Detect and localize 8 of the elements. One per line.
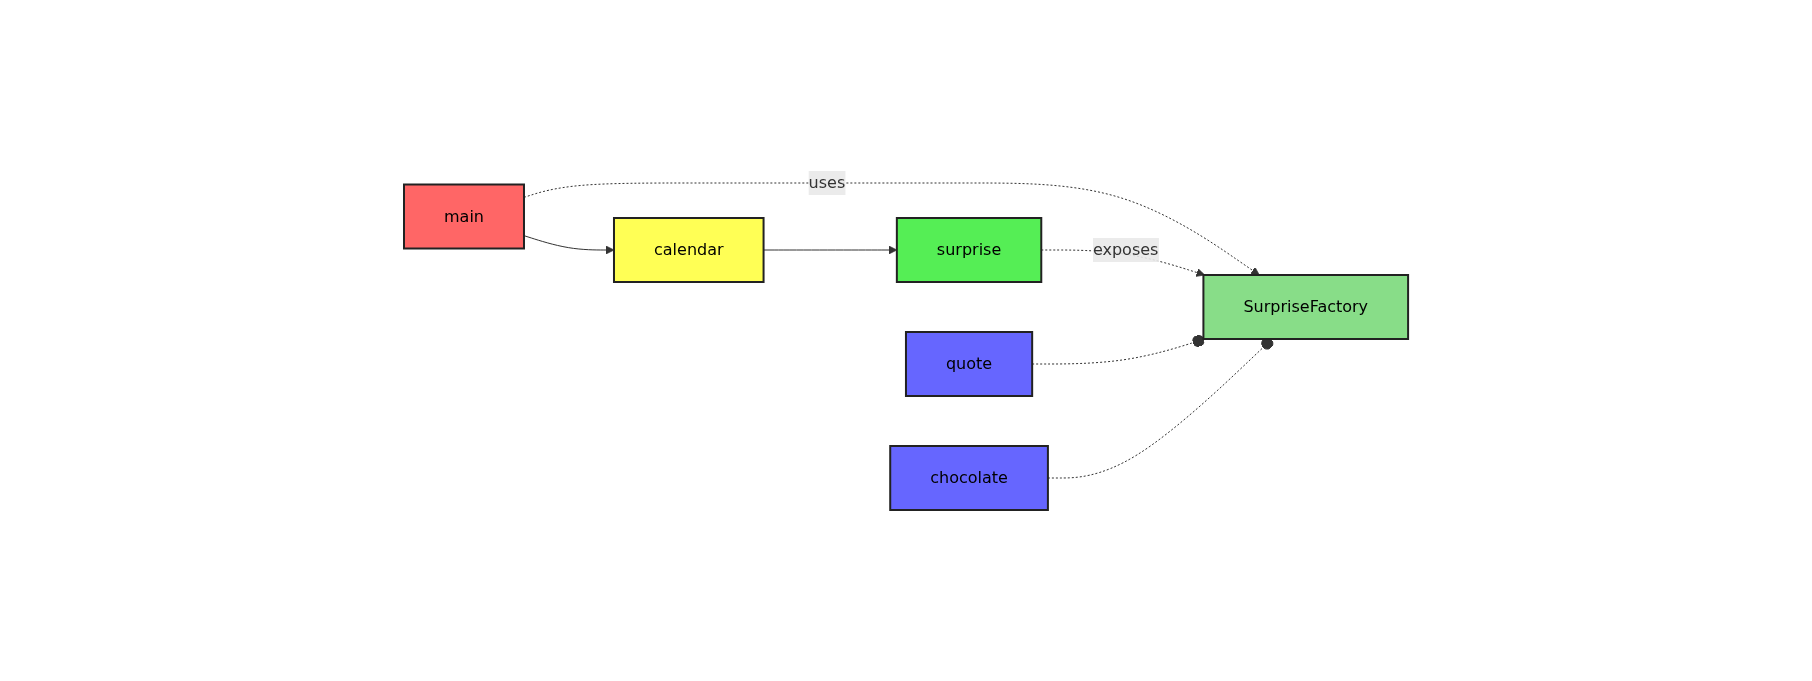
node-box: main — [402, 183, 525, 250]
node-box: SurpriseFactory — [1202, 274, 1410, 340]
node-box: quote — [904, 331, 1034, 397]
edge-label: uses — [808, 173, 846, 192]
node-box: chocolate — [889, 445, 1049, 511]
edge-label: exposes — [1092, 240, 1159, 259]
node-box: calendar — [612, 217, 765, 283]
node-box: surprise — [895, 217, 1043, 283]
